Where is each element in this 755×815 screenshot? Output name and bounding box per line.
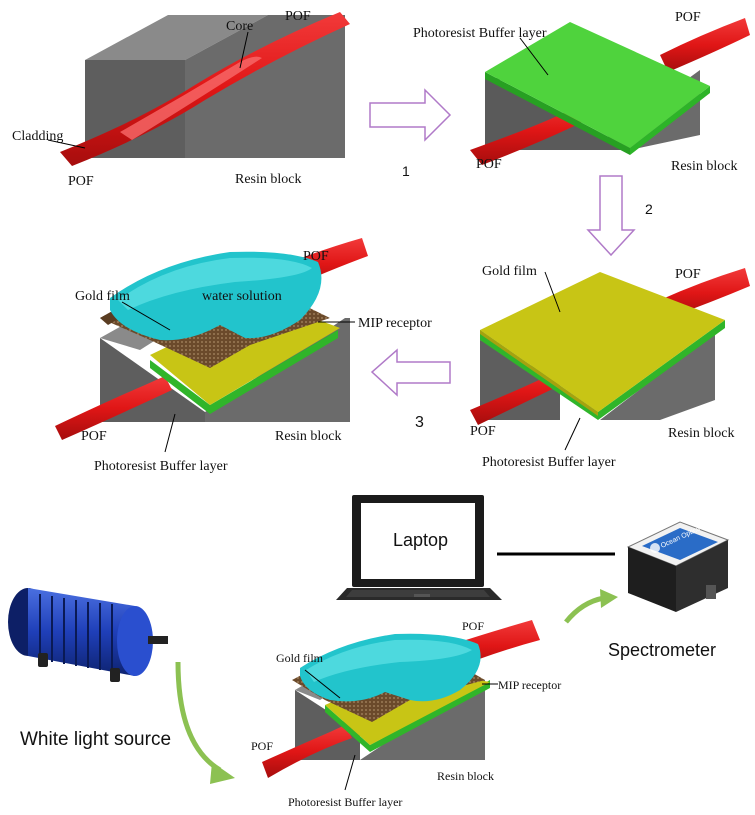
label-pof-top: POF (675, 10, 701, 25)
label-pof-bottom: POF (476, 157, 502, 172)
label-pof-bottom: POF (81, 429, 107, 444)
pof-fiber-far (660, 18, 750, 72)
gold-film-edge (480, 330, 598, 416)
label-mip-receptor: MIP receptor (498, 678, 561, 692)
label-resin-block: Resin block (235, 172, 302, 187)
buffer-layer-edge-right (598, 320, 725, 420)
water-solution-highlight (306, 639, 472, 682)
label-pof-top: POF (462, 619, 484, 633)
label-pof-bottom: POF (470, 424, 496, 439)
fiber-core-groove (120, 56, 262, 140)
step-label-1: 1 (402, 163, 410, 179)
light-source-icon (8, 588, 168, 682)
spectrometer-icon (626, 521, 730, 612)
buffer-layer-edge-right (370, 680, 490, 752)
resin-block-side (560, 332, 715, 420)
buffer-layer-edge-right (210, 330, 338, 414)
buffer-layer-edge (150, 360, 210, 414)
label-core: Core (226, 19, 253, 34)
label-buffer: Photoresist Buffer layer (482, 455, 616, 470)
step-label-2: 2 (645, 201, 653, 217)
buffer-layer-edge (485, 72, 630, 155)
gold-film-layer (480, 272, 725, 412)
water-solution-highlight (118, 257, 312, 310)
panel-1-bare-fiber: POF Core Cladding POF Resin block (12, 9, 350, 189)
label-resin-block: Resin block (671, 159, 738, 174)
label-pof-top: POF (675, 267, 701, 282)
photoresist-buffer-layer (485, 22, 710, 148)
label-pof-top: POF (285, 9, 311, 24)
label-pof-bottom: POF (68, 174, 94, 189)
label-mip-receptor: MIP receptor (358, 316, 432, 331)
pof-fiber (55, 376, 172, 440)
buffer-layer-edge-right (630, 86, 710, 155)
label-gold-film: Gold film (75, 289, 130, 304)
label-buffer: Photoresist Buffer layer (288, 795, 402, 809)
panel-4-mip-sensor: POF Gold film water solution MIP recepto… (55, 238, 432, 474)
label-resin-block: Resin block (275, 429, 342, 444)
resin-block-left-top (85, 15, 268, 60)
label-pof-bottom: POF (251, 739, 273, 753)
laptop-icon (336, 495, 502, 600)
hollow-left-arrow-icon (370, 348, 451, 397)
label-resin-block: Resin block (668, 426, 735, 441)
pof-fiber (262, 725, 352, 778)
label-pof-top: POF (303, 249, 329, 264)
label-buffer: Photoresist Buffer layer (94, 459, 228, 474)
label-water-solution: water solution (202, 289, 282, 304)
hollow-down-arrow-icon (586, 175, 636, 257)
label-laptop: Laptop (393, 530, 448, 550)
label-gold-film: Gold film (276, 651, 324, 665)
label-cladding: Cladding (12, 129, 63, 144)
curved-green-arrow-icon (564, 589, 618, 624)
setup-sensor: POF Gold film MIP receptor POF Resin blo… (251, 619, 561, 809)
label-gold-film: Gold film (482, 264, 537, 279)
buffer-layer-edge (325, 705, 370, 752)
label-buffer: Photoresist Buffer layer (413, 26, 547, 41)
label-light-source: White light source (20, 729, 171, 750)
hollow-right-arrow-icon (369, 88, 452, 142)
label-spectrometer: Spectrometer (608, 640, 716, 660)
resin-block-side (185, 15, 345, 158)
step-label-3: 3 (415, 414, 424, 431)
label-resin-block: Resin block (437, 769, 494, 783)
panel-3-gold-film: Gold film POF POF Resin block Photoresis… (470, 264, 750, 470)
curved-green-arrow-icon (175, 661, 235, 784)
panel-2-buffer-layer: Photoresist Buffer layer POF POF Resin b… (413, 10, 750, 174)
